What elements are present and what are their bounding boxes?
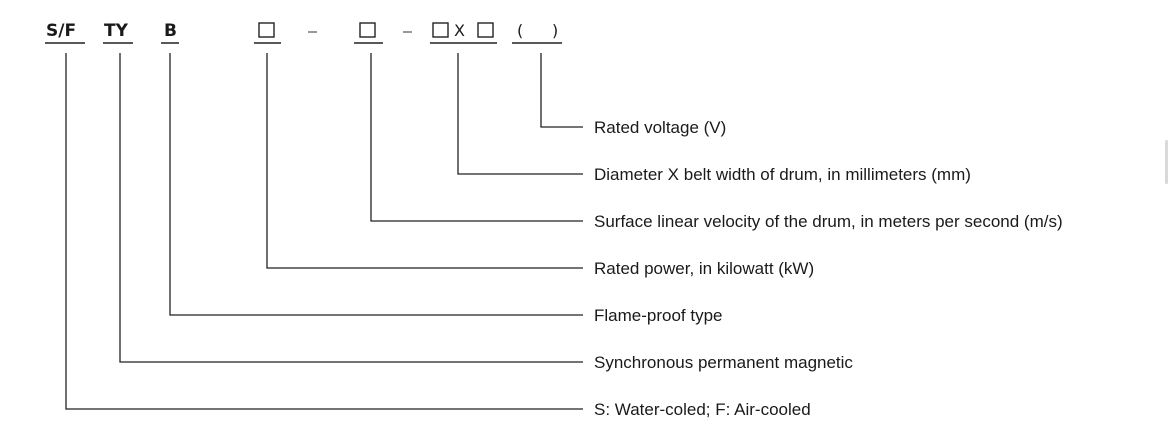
power-placeholder-box (258, 22, 275, 38)
leader-rated-power (266, 53, 583, 269)
leader-cooling (65, 53, 583, 410)
desc-linear-velocity: Surface linear velocity of the drum, in … (594, 212, 1063, 231)
code-sf: S/F (46, 21, 76, 41)
code-ty: TY (104, 21, 129, 41)
leader-flame-proof (169, 53, 583, 316)
desc-rated-power: Rated power, in kilowatt (kW) (594, 259, 814, 278)
desc-drum-diameter: Diameter X belt width of drum, in millim… (594, 165, 971, 184)
descriptions: Rated voltage (V) Diameter X belt width … (594, 118, 1063, 419)
code-x: X (454, 21, 465, 40)
leader-lines (65, 53, 583, 410)
desc-cooling: S: Water-coled; F: Air-cooled (594, 400, 811, 419)
code-b: B (164, 21, 177, 41)
leader-synchronous (119, 53, 583, 363)
desc-flame-proof: Flame-proof type (594, 306, 723, 325)
leader-rated-voltage (540, 53, 583, 128)
width-placeholder-box (477, 22, 494, 38)
code-paren-open: ( (517, 21, 523, 40)
edge-decoration (1165, 140, 1168, 184)
leader-drum-diameter (457, 53, 583, 175)
diameter-placeholder-box (432, 22, 449, 38)
model-code: S/F TY B X ( ) (45, 21, 562, 44)
velocity-placeholder-box (359, 22, 376, 38)
desc-synchronous: Synchronous permanent magnetic (594, 353, 853, 372)
leader-linear-velocity (370, 53, 583, 222)
desc-rated-voltage: Rated voltage (V) (594, 118, 726, 137)
code-paren-close: ) (552, 21, 558, 40)
